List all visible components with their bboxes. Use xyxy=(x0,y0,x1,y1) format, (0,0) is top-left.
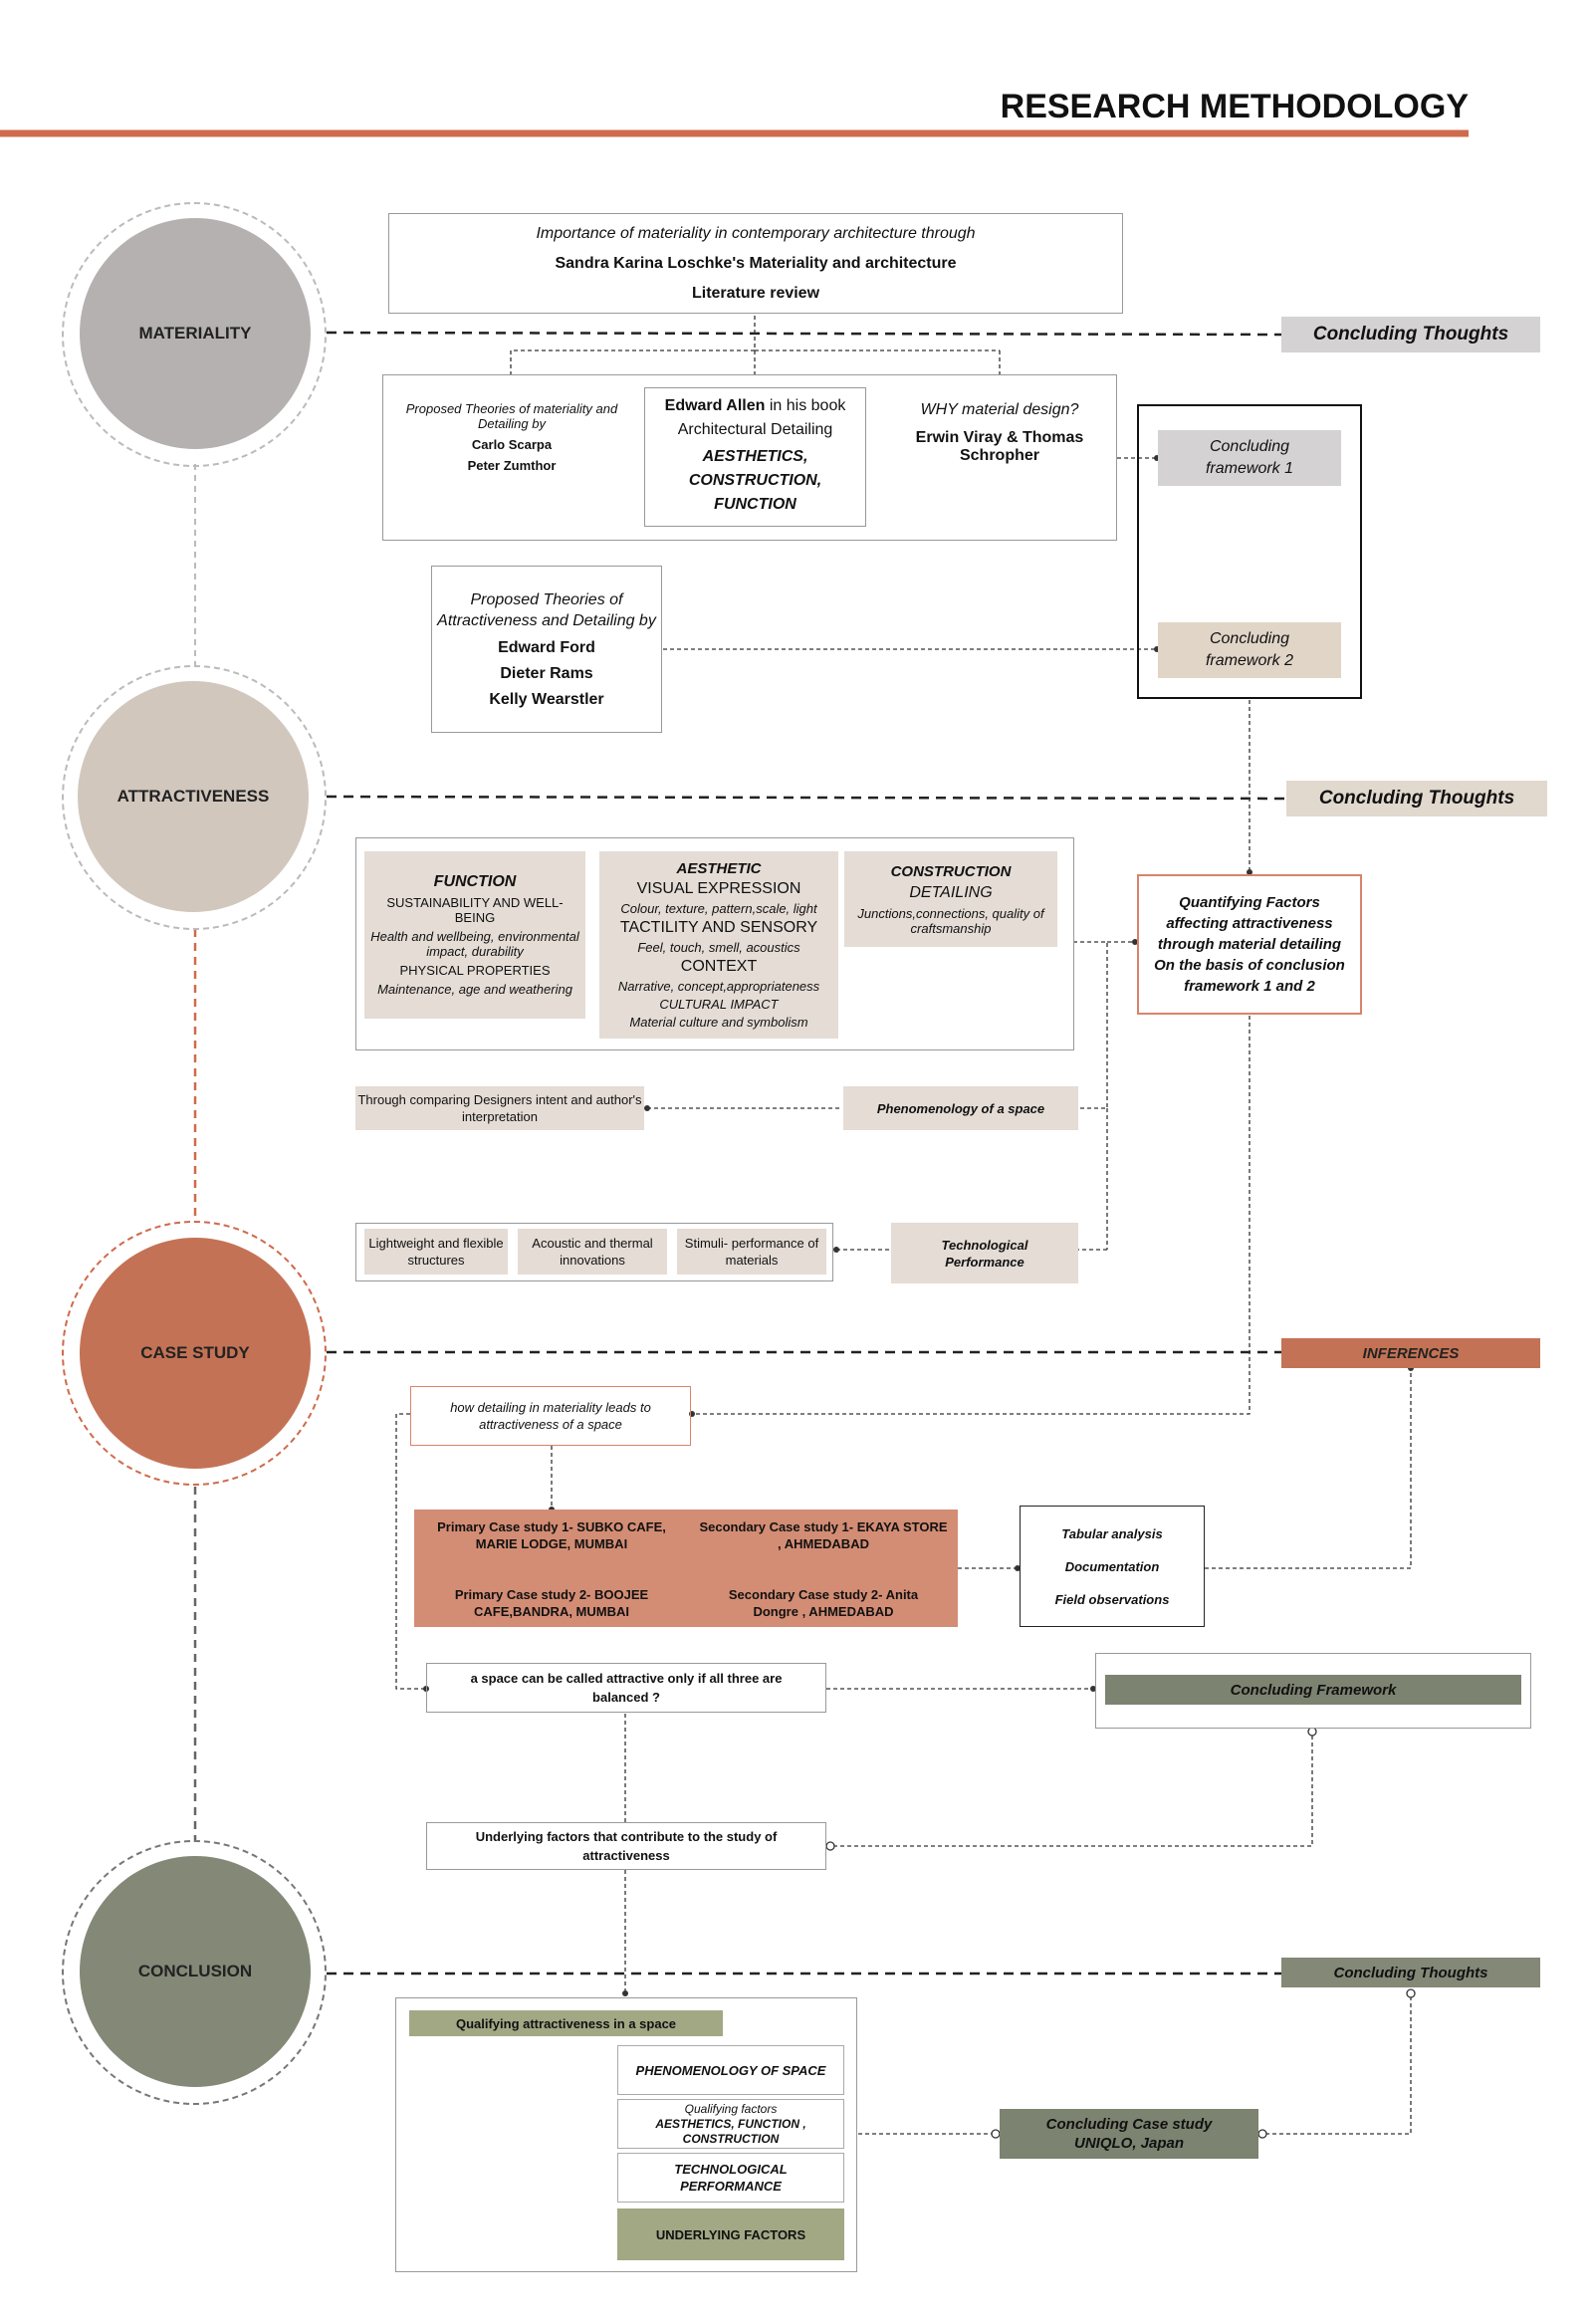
concluding-thoughts-tag-3: Concluding Thoughts xyxy=(1281,1958,1540,1987)
concluding-framework-2: Concluding framework 2 xyxy=(1158,622,1341,678)
function-detail2: Maintenance, age and weathering xyxy=(377,982,572,997)
comparing-intent-box: Through comparing Designers intent and a… xyxy=(355,1086,644,1130)
attract-theory-wearstler: Kelly Wearstler xyxy=(489,691,604,708)
theory-zumthor-name: Peter Zumthor xyxy=(467,458,557,473)
function-heading: FUNCTION xyxy=(433,873,517,890)
aesthetic-sub3: CONTEXT xyxy=(680,958,758,975)
method-documentation: Documentation xyxy=(1064,1558,1160,1574)
function-detail1: Health and wellbeing, environmental impa… xyxy=(370,929,579,959)
method-field-observations: Field observations xyxy=(1054,1591,1170,1607)
concluding-framework-1: Concluding framework 1 xyxy=(1158,430,1341,486)
allen-name: Edward Allen xyxy=(664,397,766,414)
qualifying-factors: Qualifying factors AESTHETICS, FUNCTION … xyxy=(617,2099,844,2149)
allen-terms: AESTHETICS, CONSTRUCTION, FUNCTION xyxy=(688,448,822,513)
lit-review-line3: Literature review xyxy=(691,284,820,302)
qualifying-factors-sub: Qualifying factors xyxy=(684,2101,778,2116)
theory-why-material: WHY material design? Erwin Viray & Thoma… xyxy=(889,388,1110,478)
qualifying-phenomenology: PHENOMENOLOGY OF SPACE xyxy=(617,2045,844,2095)
stage-case-study: CASE STUDY xyxy=(80,1238,311,1469)
construction-column: CONSTRUCTION DETAILING Junctions,connect… xyxy=(844,851,1057,947)
theory-scarpa-zumthor: Proposed Theories of materiality and Det… xyxy=(398,382,625,492)
attract-theory-intro: Proposed Theories of Attractiveness and … xyxy=(437,591,656,629)
attractiveness-theory-box: Proposed Theories of Attractiveness and … xyxy=(431,566,662,733)
qualifying-heading: Qualifying attractiveness in a space xyxy=(409,2010,723,2036)
function-column: FUNCTION SUSTAINABILITY AND WELL-BEING H… xyxy=(364,851,585,1019)
page-title: RESEARCH METHODOLOGY xyxy=(1000,88,1469,125)
concluding-thoughts-tag-1: Concluding Thoughts xyxy=(1281,317,1540,352)
tech-item-lightweight: Lightweight and flexible structures xyxy=(364,1229,508,1275)
concluding-thoughts-tag-2: Concluding Thoughts xyxy=(1286,781,1547,816)
theory-scarpa-intro: Proposed Theories of materiality and Det… xyxy=(405,401,618,431)
primary-case-study-1: Primary Case study 1- SUBKO CAFE, MARIE … xyxy=(437,1519,666,1551)
concluding-framework-tag: Concluding Framework xyxy=(1105,1675,1521,1705)
literature-review-box: Importance of materiality in contemporar… xyxy=(388,213,1123,314)
stage-conclusion: CONCLUSION xyxy=(80,1856,311,2087)
aesthetic-detail2: Feel, touch, smell, acoustics xyxy=(637,940,800,955)
stage-materiality-label: MATERIALITY xyxy=(138,324,252,343)
aesthetic-detail1: Colour, texture, pattern,scale, light xyxy=(620,901,817,916)
aesthetic-detail4: Material culture and symbolism xyxy=(629,1015,808,1030)
qualifying-underlying: UNDERLYING FACTORS xyxy=(617,2208,844,2260)
function-sub1: SUSTAINABILITY AND WELL-BEING xyxy=(386,895,564,925)
why-material-authors: Erwin Viray & Thomas Schropher xyxy=(915,429,1084,464)
conclusion-ring xyxy=(62,1840,327,2105)
construction-sub1: DETAILING xyxy=(909,883,993,901)
secondary-case-study-2: Secondary Case study 2- Anita Dongre , A… xyxy=(728,1587,919,1619)
underlying-factors-question-box: Underlying factors that contribute to th… xyxy=(426,1822,826,1870)
stage-attractiveness-label: ATTRACTIVENESS xyxy=(116,787,270,806)
theory-edward-allen: Edward Allen in his book Architectural D… xyxy=(644,387,866,527)
concluding-case-study-box: Concluding Case study UNIQLO, Japan xyxy=(1000,2109,1258,2159)
tech-item-stimuli: Stimuli- performance of materials xyxy=(677,1229,826,1275)
aesthetic-sub1: VISUAL EXPRESSION xyxy=(636,880,801,897)
aesthetic-sub2: TACTILITY AND SENSORY xyxy=(619,919,818,936)
stage-case-study-label: CASE STUDY xyxy=(140,1343,250,1362)
frameworks-box xyxy=(1137,404,1362,699)
balanced-question-box: a space can be called attractive only if… xyxy=(426,1663,826,1713)
how-detailing-box: how detailing in materiality leads to at… xyxy=(410,1386,691,1446)
allen-book: Architectural Detailing xyxy=(677,421,833,438)
materiality-ring xyxy=(62,202,327,467)
lit-review-line1: Importance of materiality in contemporar… xyxy=(536,224,976,242)
methods-box: Tabular analysis Documentation Field obs… xyxy=(1020,1506,1205,1627)
method-tabular-analysis: Tabular analysis xyxy=(1061,1525,1163,1541)
attract-theory-rams: Dieter Rams xyxy=(500,665,593,682)
tech-item-acoustic: Acoustic and thermal innovations xyxy=(518,1229,667,1275)
case-studies-panel xyxy=(414,1510,958,1627)
quantifying-factors-box: Quantifying Factors affecting attractive… xyxy=(1137,874,1362,1015)
attractiveness-ring xyxy=(62,665,327,930)
phenomenology-box: Phenomenology of a space xyxy=(843,1086,1078,1130)
construction-detail1: Junctions,connections, quality of crafts… xyxy=(857,905,1044,936)
secondary-case-study-1: Secondary Case study 1- EKAYA STORE , AH… xyxy=(699,1519,948,1551)
qualifying-factors-terms: AESTHETICS, FUNCTION , CONSTRUCTION xyxy=(655,2116,806,2146)
primary-case-study-2: Primary Case study 2- BOOJEE CAFE,BANDRA… xyxy=(454,1587,649,1619)
aesthetic-heading: AESTHETIC xyxy=(676,860,762,877)
allen-in-book: in his book xyxy=(765,397,846,414)
technological-performance-box: Technological Performance xyxy=(891,1223,1078,1283)
qualifying-technological: TECHNOLOGICAL PERFORMANCE xyxy=(617,2153,844,2203)
aesthetic-column: AESTHETIC VISUAL EXPRESSION Colour, text… xyxy=(599,851,838,1039)
why-material-question: WHY material design? xyxy=(920,401,1079,418)
inferences-tag: INFERENCES xyxy=(1281,1338,1540,1368)
stage-attractiveness: ATTRACTIVENESS xyxy=(78,681,309,912)
attract-theory-ford: Edward Ford xyxy=(498,639,595,656)
lit-review-line2: Sandra Karina Loschke's Materiality and … xyxy=(555,254,957,272)
function-sub2: PHYSICAL PROPERTIES xyxy=(399,963,551,978)
case-study-ring xyxy=(62,1221,327,1486)
theory-scarpa-name: Carlo Scarpa xyxy=(471,437,553,452)
construction-heading: CONSTRUCTION xyxy=(890,862,1012,880)
aesthetic-detail3: Narrative, concept,appropriateness xyxy=(617,979,820,994)
stage-conclusion-label: CONCLUSION xyxy=(137,1962,253,1980)
stage-materiality: MATERIALITY xyxy=(80,218,311,449)
aesthetic-sub4: CULTURAL IMPACT xyxy=(659,997,779,1012)
